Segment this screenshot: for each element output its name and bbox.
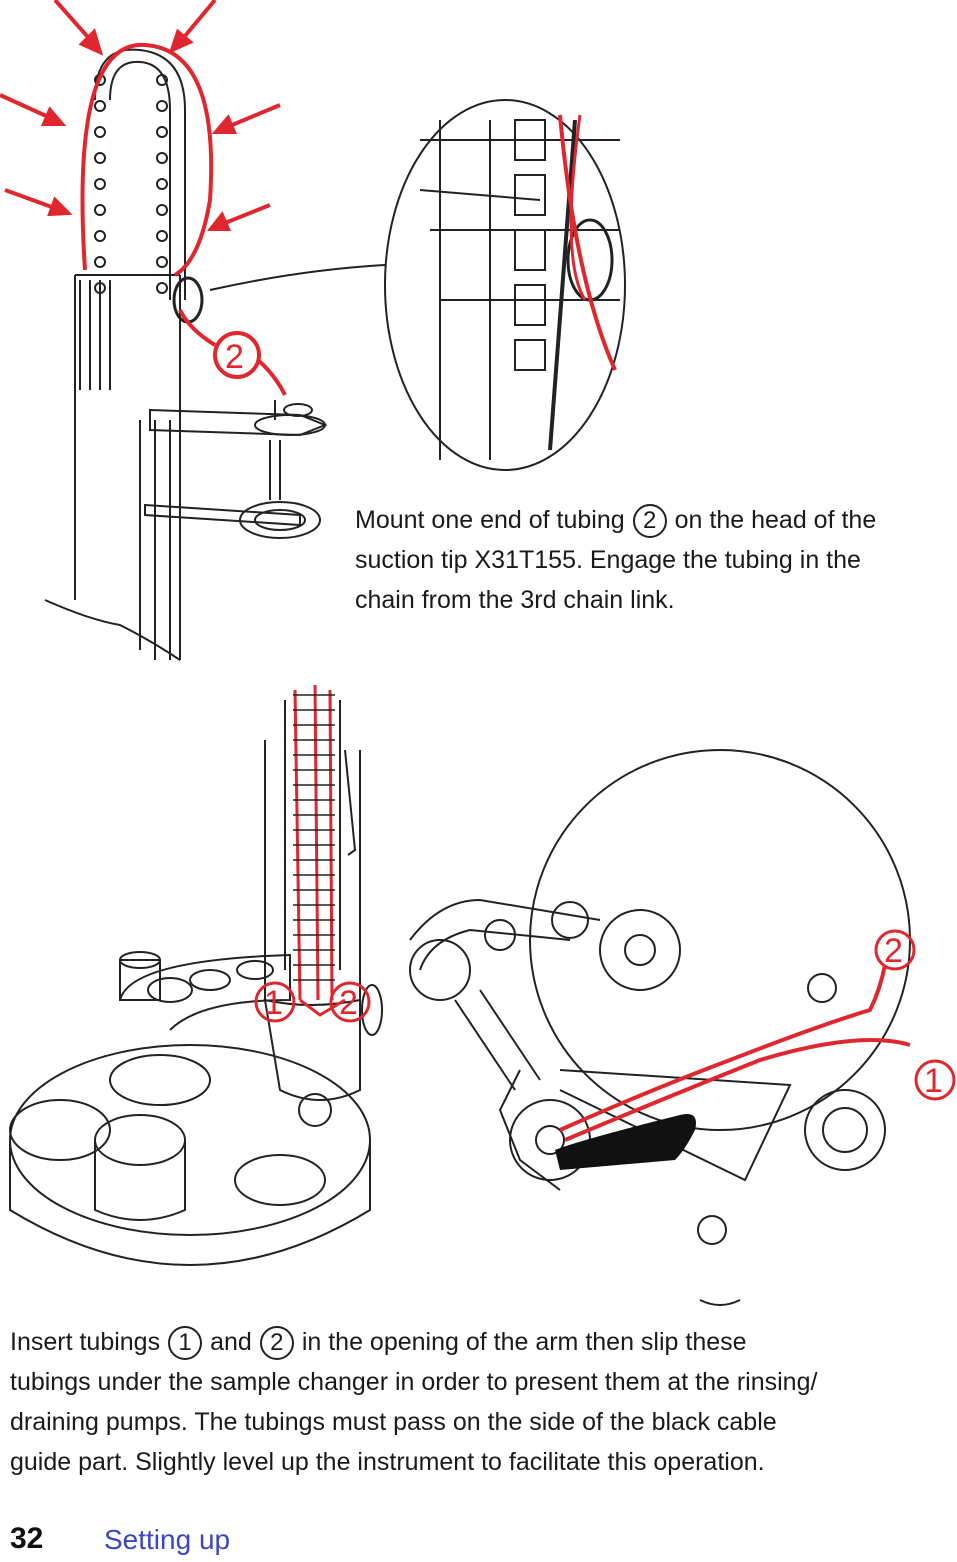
chain-link-hole: [156, 204, 168, 216]
chain-link-hole: [156, 256, 168, 268]
callout-base-top: 2: [884, 932, 903, 970]
bottom-caption-line-3: draining pumps. The tubings must pass on…: [10, 1408, 777, 1436]
chain-link-hole: [94, 204, 106, 216]
chain-link-hole: [94, 256, 106, 268]
chain-link-hole: [94, 126, 106, 138]
caption-text: Insert tubings: [10, 1328, 161, 1356]
bottom-caption-line-2: tubings under the sample changer in orde…: [10, 1368, 818, 1396]
tubing-2-marker: 2: [632, 504, 667, 539]
chain-link-hole: [94, 100, 106, 112]
callout-arm-left: 1: [264, 984, 283, 1022]
chain-link-hole: [156, 100, 168, 112]
section-title: Setting up: [104, 1524, 231, 1555]
chain-link-hole: [94, 152, 106, 164]
tubing-2-marker: 2: [259, 1326, 294, 1361]
callout-base-right: 1: [924, 1062, 943, 1100]
chain-link-hole: [94, 230, 106, 242]
chain-link-hole: [156, 126, 168, 138]
callout-arm-right: 2: [339, 984, 358, 1022]
tubing-1-marker: 1: [168, 1326, 203, 1361]
chain-link-hole: [156, 152, 168, 164]
bottom-caption-line-4: guide part. Slightly level up the instru…: [10, 1448, 765, 1476]
caption-text: on the head of the: [674, 506, 877, 534]
sample-changer-figure: 1 2 2 1: [9, 684, 956, 1306]
arm-chain-figure: 2: [0, 0, 626, 661]
chain-link-hole: [156, 178, 168, 190]
chain-link-hole: [94, 178, 106, 190]
top-caption-line-3: chain from the 3rd chain link.: [355, 586, 675, 614]
page-number: 32: [10, 1522, 44, 1555]
chain-link-hole: [156, 230, 168, 242]
callout-top-tube: 2: [225, 338, 244, 376]
caption-text: in the opening of the arm then slip thes…: [301, 1328, 747, 1356]
chain-link-hole: [156, 282, 168, 294]
top-caption-line-2: suction tip X31T155. Engage the tubing i…: [355, 546, 861, 574]
caption-text: Mount one end of tubing: [355, 506, 625, 534]
caption-text: and: [210, 1328, 252, 1356]
